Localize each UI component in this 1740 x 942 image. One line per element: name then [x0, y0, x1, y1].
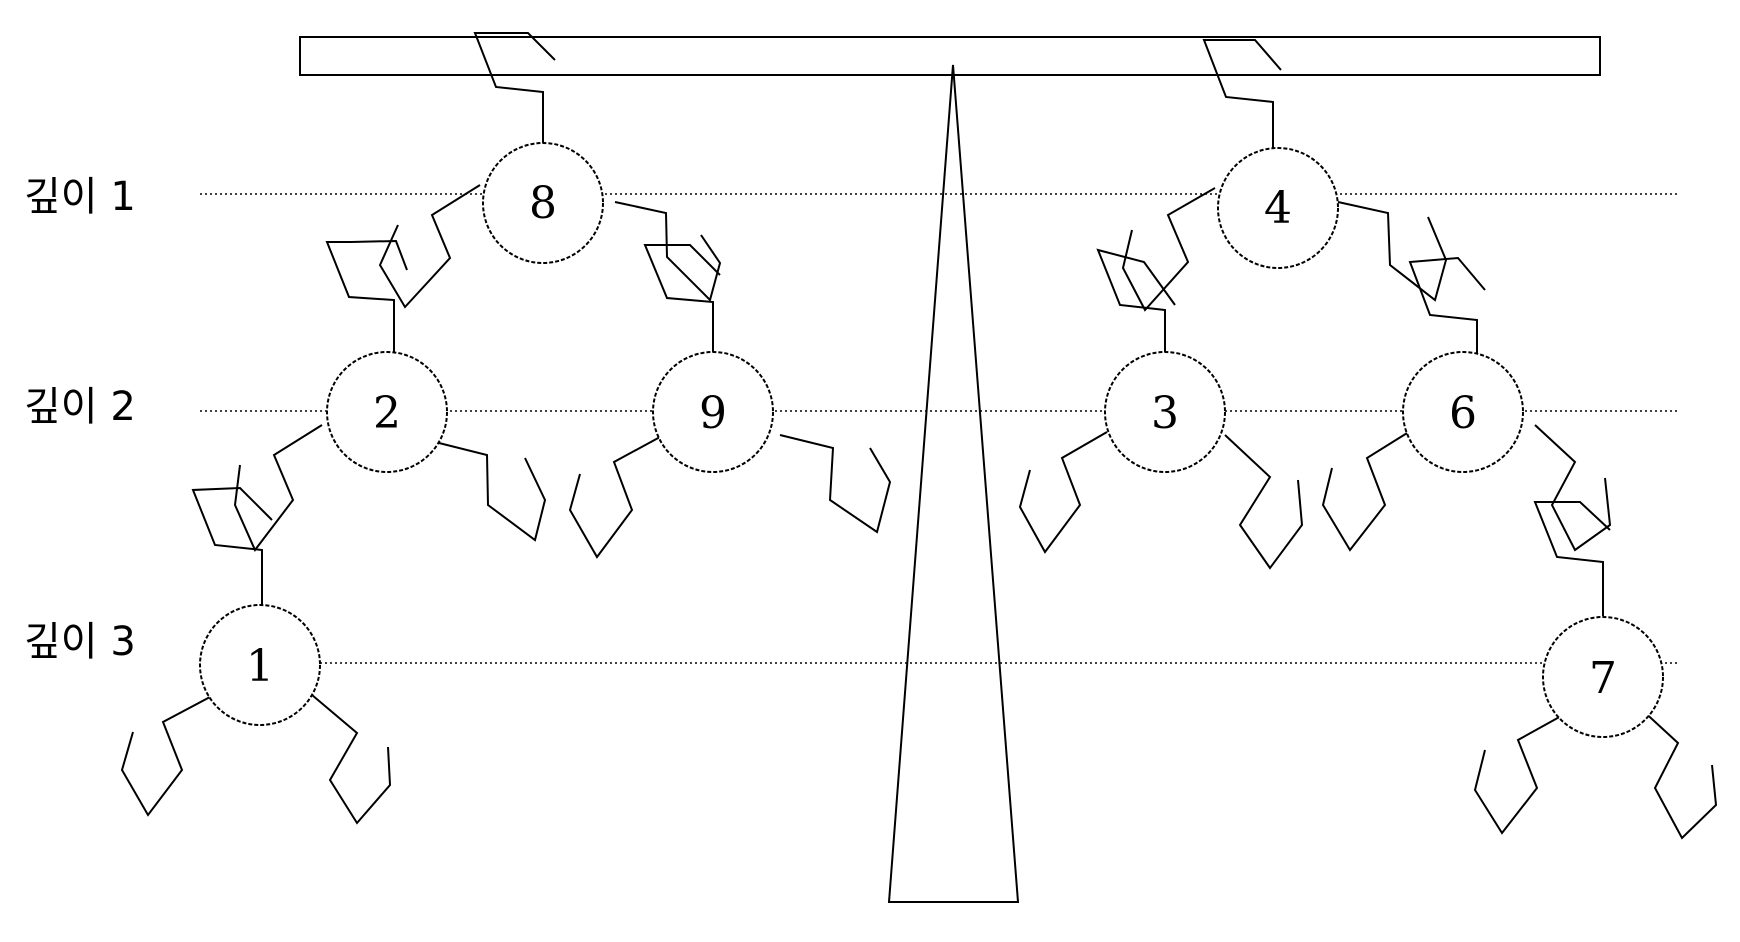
node-1-circle	[199, 604, 321, 726]
node-2-circle	[326, 351, 448, 473]
node-4: 4	[1217, 147, 1339, 269]
balance-fulcrum	[887, 64, 1020, 903]
hanger-left	[473, 32, 556, 145]
node-9-circle	[652, 351, 774, 473]
branch-2-left-hook	[233, 424, 323, 552]
balance-beam	[299, 36, 1601, 76]
branch-6-right-hook	[1534, 424, 1612, 552]
node-3-label: 3	[1151, 388, 1179, 439]
node-9: 9	[652, 351, 774, 473]
branch-6-left-hook	[1321, 429, 1413, 552]
node-2: 2	[326, 351, 448, 473]
hanger-2-to-1	[191, 486, 273, 606]
branch-7-right-hook	[1639, 707, 1718, 840]
node-6: 6	[1402, 351, 1524, 473]
node-1-label: 1	[246, 641, 274, 692]
branch-4-right-hook	[1337, 201, 1448, 302]
branch-1-right-hook	[311, 694, 392, 825]
node-7: 7	[1542, 616, 1664, 738]
branch-7-left-hook	[1473, 714, 1564, 835]
branch-9-left-hook	[568, 436, 661, 559]
node-6-label: 6	[1449, 388, 1477, 439]
branch-9-right-hook	[779, 434, 892, 534]
branch-2-right-hook	[434, 441, 547, 542]
branch-3-right-hook	[1224, 434, 1304, 570]
hanger-8-to-9	[643, 244, 721, 355]
branch-1-left-hook	[120, 696, 211, 817]
node-3-circle	[1104, 351, 1226, 473]
branch-4-left-hook	[1121, 187, 1216, 312]
depth-label-2: 깊이 2	[24, 384, 136, 430]
hanger-4-to-6	[1408, 256, 1486, 378]
depth-label-3: 깊이 3	[24, 619, 136, 665]
node-4-label: 4	[1264, 183, 1292, 234]
hanger-8-to-2	[325, 239, 408, 357]
node-1: 1	[199, 604, 321, 726]
branch-8-left-hook	[378, 184, 481, 309]
branch-3-left-hook	[1018, 431, 1108, 554]
node-8-label: 8	[529, 178, 557, 229]
node-7-circle	[1542, 616, 1664, 738]
node-9-label: 9	[699, 388, 727, 439]
node-2-label: 2	[373, 388, 401, 439]
node-7-label: 7	[1589, 653, 1617, 704]
node-3: 3	[1104, 351, 1226, 473]
branch-8-right-hook	[614, 201, 722, 302]
node-4-circle	[1217, 147, 1339, 269]
hanger-4-to-3	[1096, 248, 1176, 365]
node-6-circle	[1402, 351, 1524, 473]
depth-label-1: 깊이 1	[24, 174, 136, 220]
node-8: 8	[482, 142, 604, 264]
hanger-right	[1202, 39, 1282, 148]
node-8-circle	[482, 142, 604, 264]
hanger-6-to-7	[1533, 501, 1611, 616]
